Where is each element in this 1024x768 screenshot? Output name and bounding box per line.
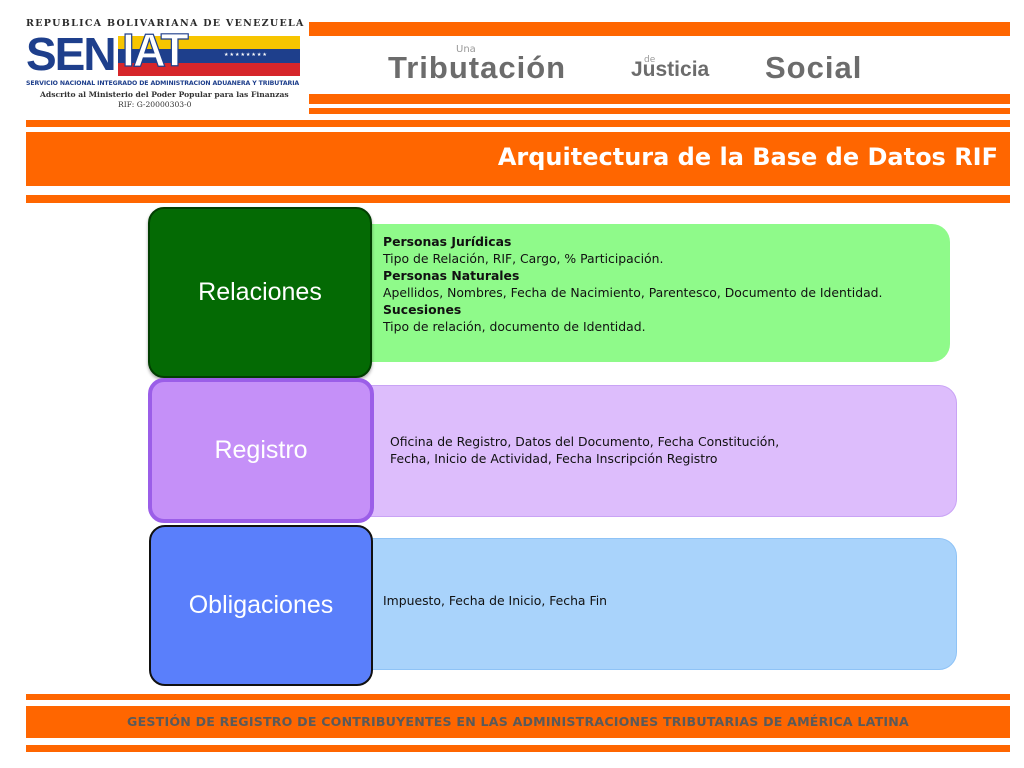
- detail-text: Oficina de Registro, Datos del Documento…: [390, 434, 780, 449]
- header-orange-band-bottom: [309, 94, 1010, 104]
- detail-text: Apellidos, Nombres, Fecha de Nacimiento,…: [383, 285, 883, 300]
- relaciones-block: Relaciones: [148, 207, 372, 378]
- detail-heading: Personas Naturales: [383, 268, 520, 283]
- title-orange-line-bottom: [26, 195, 1010, 203]
- registro-label: Registro: [214, 436, 308, 464]
- slogan-justicia: Justicia: [631, 58, 710, 81]
- registro-details: Oficina de Registro, Datos del Documento…: [340, 385, 957, 517]
- footer-bar: [26, 706, 1010, 738]
- header-orange-band-top: [309, 22, 1010, 36]
- obligaciones-block: Obligaciones: [149, 525, 373, 686]
- detail-text: Impuesto, Fecha de Inicio, Fecha Fin: [383, 593, 607, 608]
- venezuela-flag-icon: ★★★★★★★★: [118, 36, 300, 76]
- title-orange-line-top: [26, 120, 1010, 127]
- footer-orange-line-top: [26, 694, 1010, 700]
- detail-text: Tipo de relación, documento de Identidad…: [383, 319, 646, 334]
- relaciones-details: Personas Jurídicas Tipo de Relación, RIF…: [330, 224, 950, 362]
- slogan-small-de: de: [644, 55, 656, 65]
- logo-brand-b: IAT: [121, 24, 189, 76]
- slogan-small-una: Una: [456, 44, 476, 55]
- detail-text: Fecha, Inicio de Actividad, Fecha Inscri…: [390, 451, 718, 466]
- header-white-band: [309, 44, 1010, 96]
- slogan-banner: Una Tributación de Justicia Social: [388, 44, 948, 94]
- title-bar: [26, 132, 1010, 186]
- footer-text: GESTIÓN DE REGISTRO DE CONTRIBUYENTES EN…: [127, 714, 909, 729]
- obligaciones-details: Impuesto, Fecha de Inicio, Fecha Fin: [340, 538, 957, 670]
- logo-line-1: SERVICIO NACIONAL INTEGRADO DE ADMINISTR…: [26, 80, 300, 87]
- logo-country-text: REPUBLICA BOLIVARIANA DE VENEZUELA: [26, 18, 305, 29]
- footer-orange-line-bottom: [26, 745, 1010, 752]
- slogan-social: Social: [765, 50, 863, 85]
- obligaciones-label: Obligaciones: [188, 591, 334, 619]
- header-orange-line: [309, 108, 1010, 114]
- registro-block: Registro: [148, 378, 374, 523]
- detail-heading: Personas Jurídicas: [383, 234, 512, 249]
- logo-line-3: RIF: G-20000303-0: [118, 100, 192, 109]
- logo-brand-a: SEN: [26, 28, 117, 80]
- seniat-logo: REPUBLICA BOLIVARIANA DE VENEZUELA ★★★★★…: [26, 18, 306, 118]
- page-title: Arquitectura de la Base de Datos RIF: [497, 143, 998, 171]
- relaciones-label: Relaciones: [198, 278, 322, 306]
- slogan-tributacion: Tributación: [388, 50, 567, 85]
- detail-heading: Sucesiones: [383, 302, 462, 317]
- detail-text: Tipo de Relación, RIF, Cargo, % Particip…: [383, 251, 664, 266]
- logo-line-2: Adscrito al Ministerio del Poder Popular…: [40, 90, 289, 99]
